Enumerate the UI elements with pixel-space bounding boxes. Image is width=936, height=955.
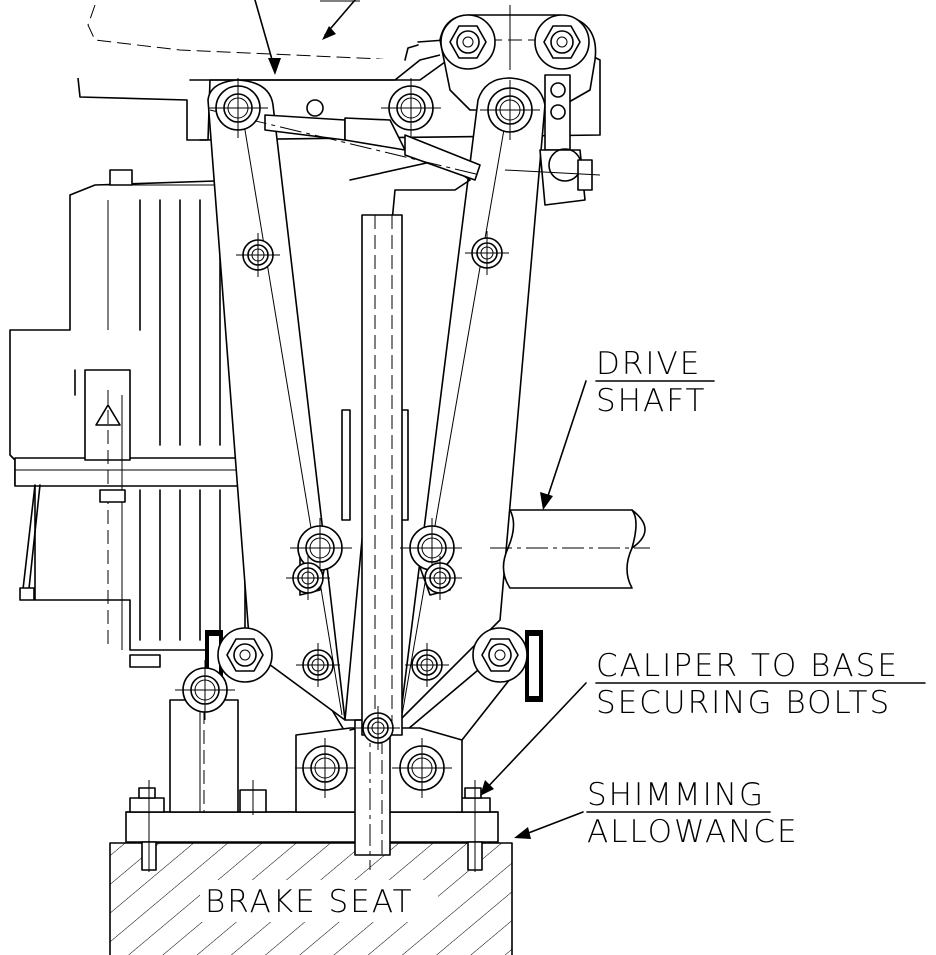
inner-bolts bbox=[239, 780, 267, 815]
label-brake-seat: BRAKE SEAT bbox=[205, 884, 414, 920]
brake-seat-block bbox=[109, 842, 513, 955]
securing-bolt-left bbox=[129, 780, 165, 872]
top-nut-right bbox=[534, 14, 590, 70]
leader-lines bbox=[254, 0, 926, 839]
label-drive-shaft-1: DRIVE bbox=[596, 346, 701, 382]
pad-nut-left bbox=[217, 627, 273, 683]
label-shimming-2: ALLOWANCE bbox=[587, 814, 799, 850]
label-shimming-1: SHIMMING bbox=[587, 777, 765, 813]
base-plate bbox=[125, 811, 499, 843]
center-rod bbox=[344, 159, 471, 736]
top-nut-left bbox=[440, 14, 496, 70]
drive-shaft bbox=[490, 509, 650, 589]
securing-bolt-right bbox=[455, 780, 491, 872]
thruster-housing bbox=[9, 169, 248, 668]
adjuster bbox=[504, 74, 601, 206]
label-drive-shaft-2: SHAFT bbox=[596, 383, 706, 419]
label-caliper-2: SECURING BOLTS bbox=[596, 685, 891, 721]
left-support bbox=[169, 690, 239, 813]
label-caliper-1: CALIPER TO BASE bbox=[596, 648, 899, 684]
push-rod bbox=[209, 99, 481, 181]
pad-nut-right bbox=[472, 627, 528, 683]
